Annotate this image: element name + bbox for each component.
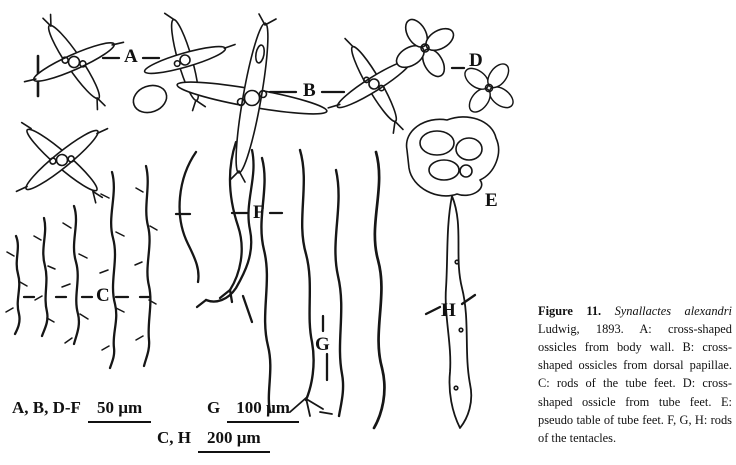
part-label-e: E <box>485 190 498 211</box>
scalebar-length: 200 µm <box>198 428 270 453</box>
rod-h2 <box>444 195 473 429</box>
rod-f1 <box>178 150 200 284</box>
rod-c2 <box>40 216 49 338</box>
scalebar-length: 50 µm <box>87 398 152 423</box>
rod-g2-branches <box>289 397 333 417</box>
rod-group-f <box>178 140 255 309</box>
rod-group-g <box>260 148 345 418</box>
caption-species-name: Synallactes alexandri <box>614 304 732 318</box>
figure-caption: Figure 11. Synallactes alexandri Ludwig,… <box>538 302 732 447</box>
rod-group-h <box>372 150 473 430</box>
rod-g1 <box>260 156 272 414</box>
rod-h2-pore <box>454 259 460 265</box>
rod-spines-c <box>5 187 158 351</box>
ossicle-drawing <box>5 12 514 430</box>
cross-ossicle-a2 <box>15 121 109 204</box>
part-label-c: C <box>96 285 110 306</box>
pseudo-table-e <box>405 116 500 197</box>
caption-text: Ludwig, 1893. A: cross-shaped ossicles f… <box>538 322 732 445</box>
cross-ossicle-d1 <box>395 18 455 78</box>
rod-h2-pore <box>453 385 459 391</box>
rod-g2 <box>298 148 315 402</box>
part-label-d: D <box>469 50 483 71</box>
scalebar-g: G 100 µm <box>207 398 299 423</box>
part-label-f: F <box>253 202 265 223</box>
caption-figure-number: Figure 11. <box>538 304 602 318</box>
rod-g3 <box>334 168 345 418</box>
leader-stroke-f <box>241 294 254 324</box>
cross-ossicle-a3 <box>143 12 236 112</box>
rod-h2-pore <box>458 327 464 333</box>
cross-ossicle-a1 <box>23 13 125 111</box>
rod-c4 <box>108 170 118 370</box>
rod-f3 <box>204 148 255 303</box>
scalebar-groups: C, H <box>157 428 191 447</box>
figure-panel: A B C D E F G H A, B, D-F 50 µm G 100 µm C… <box>5 12 514 453</box>
scalebar-ch: C, H 200 µm <box>157 428 270 453</box>
rod-group-c <box>13 164 152 370</box>
cross-ossicle-b <box>176 13 328 183</box>
scalebar-abdf: A, B, D-F 50 µm <box>12 398 152 423</box>
rod-c5 <box>142 164 152 368</box>
scalebar-groups: G <box>207 398 221 417</box>
part-label-b: B <box>303 80 316 101</box>
rod-c1 <box>13 234 21 336</box>
ossicle-loop <box>132 84 168 114</box>
rod-h1 <box>372 150 386 430</box>
cross-ossicle-d2 <box>464 63 514 113</box>
part-label-a: A <box>124 46 138 67</box>
part-label-h: H <box>441 300 456 321</box>
scalebar-length: 100 µm <box>227 398 299 423</box>
cross-ossicle-b2 <box>327 37 421 134</box>
rod-f2 <box>228 140 243 292</box>
part-label-g: G <box>315 334 330 355</box>
scalebar-groups: A, B, D-F <box>12 398 81 417</box>
rod-c3 <box>72 204 81 346</box>
label-leader-dashes <box>22 56 477 382</box>
